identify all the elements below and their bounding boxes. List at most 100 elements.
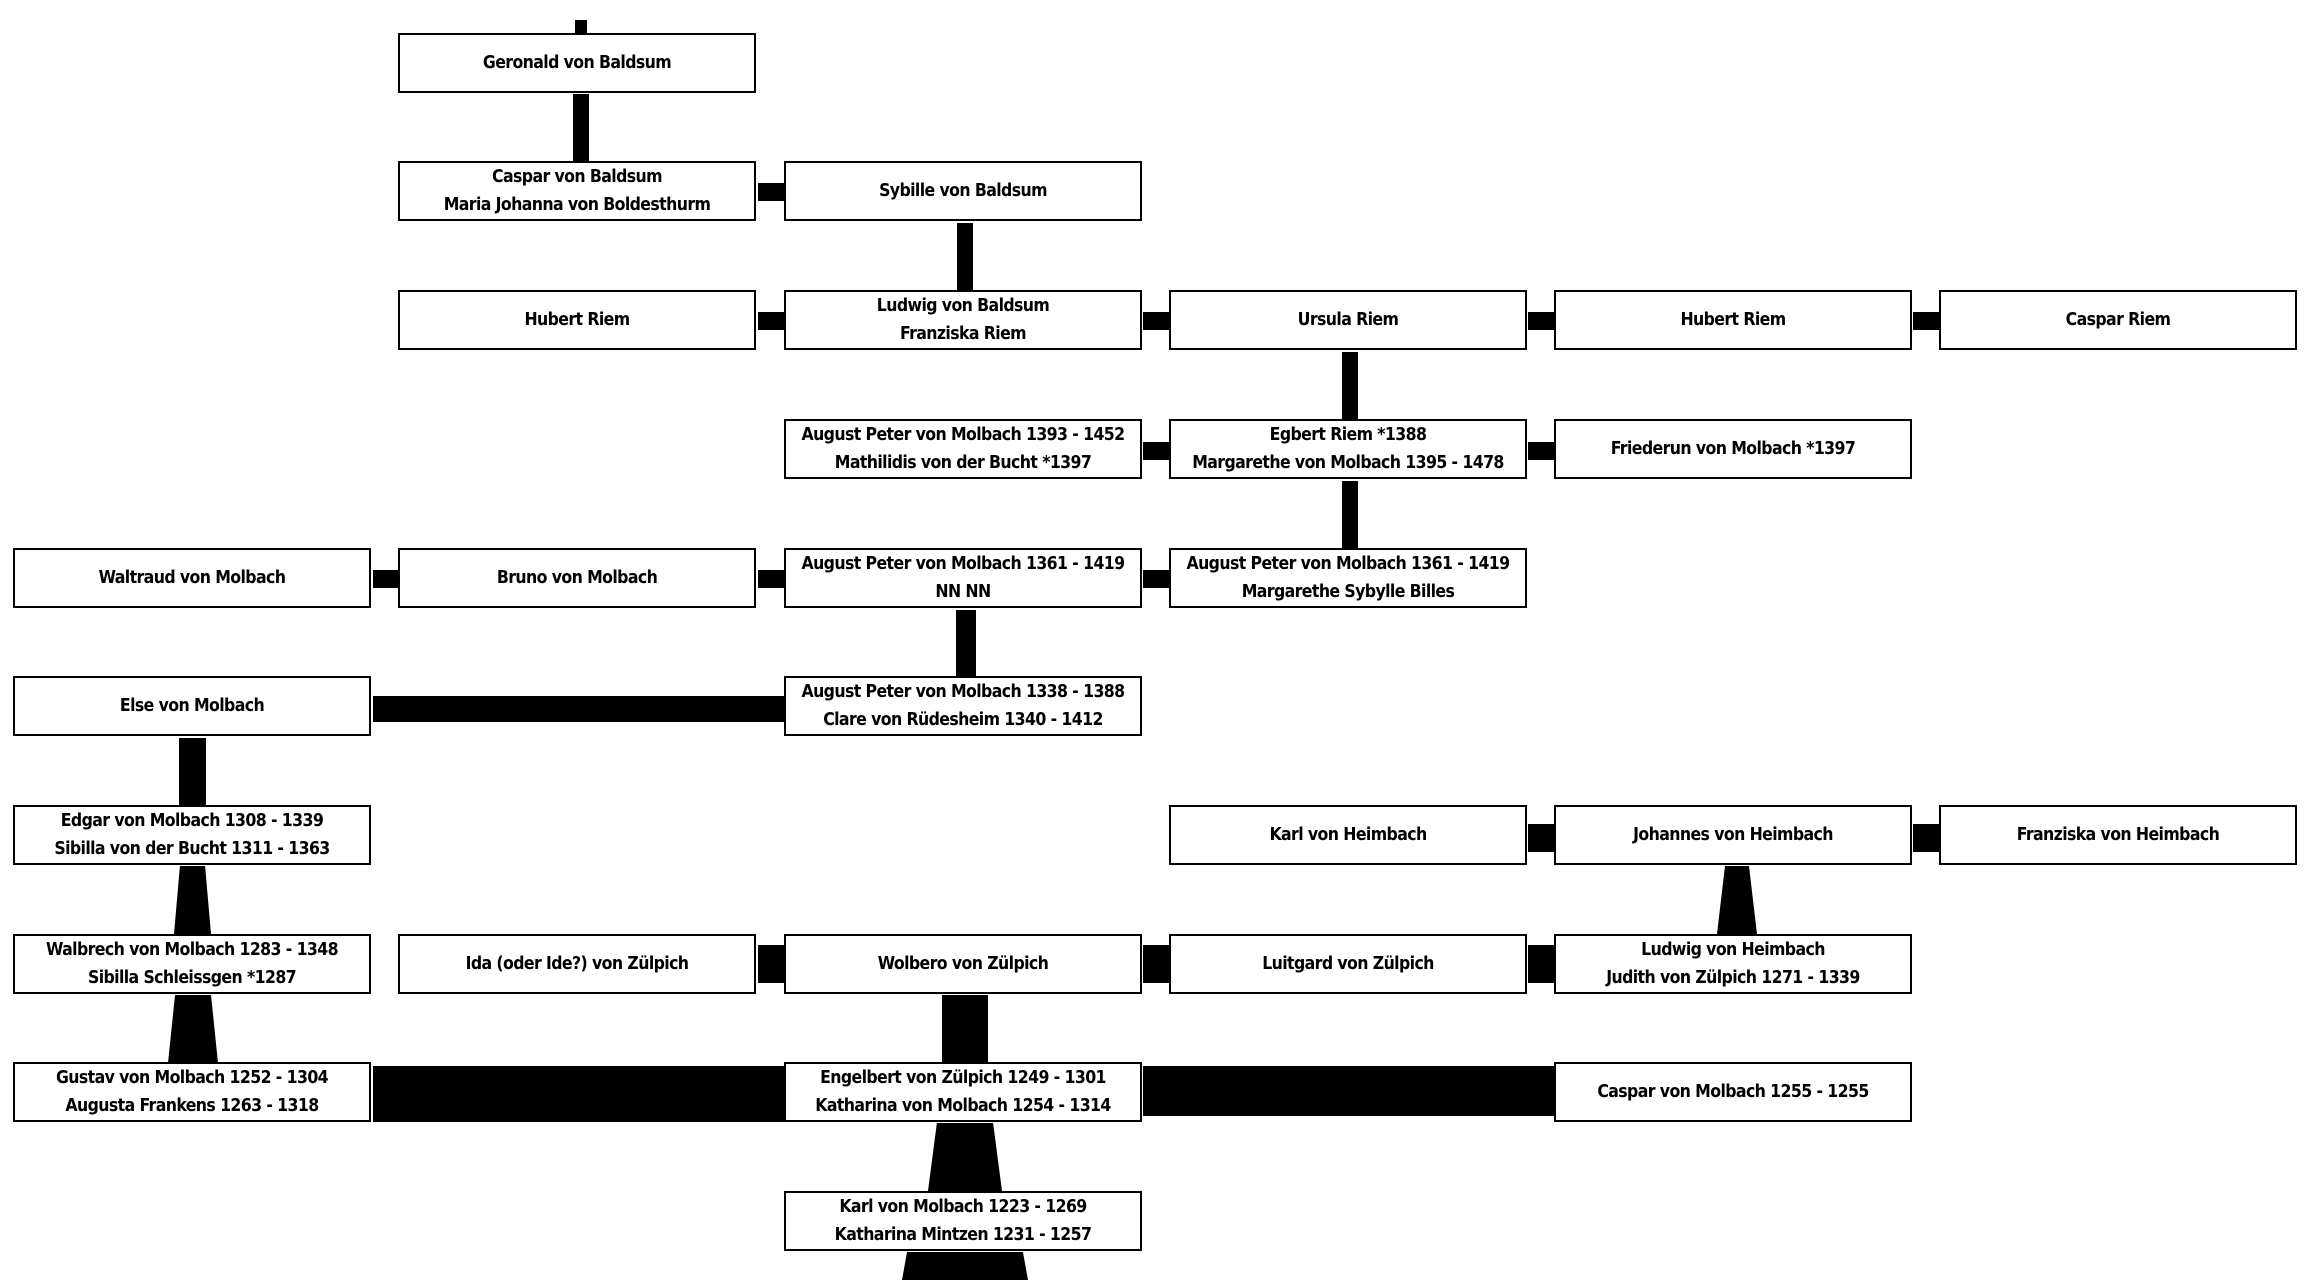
person-name: Friederun von Molbach *1397	[1610, 439, 1856, 459]
connector-karlmolbach-down	[902, 1252, 1028, 1280]
spouse-name: Clare von Rüdesheim 1340 - 1412	[823, 710, 1103, 730]
connector-geronald-caspar	[573, 94, 589, 162]
connector-top-stub	[575, 20, 587, 34]
person-name: Caspar von Molbach 1255 - 1255	[1597, 1082, 1869, 1102]
person-name: Luitgard von Zülpich	[1262, 954, 1434, 974]
spouse-name: Augusta Frankens 1263 - 1318	[65, 1096, 319, 1116]
person-name: Ida (oder Ide?) von Zülpich	[465, 954, 689, 974]
connector-caspar-sybille	[758, 183, 785, 201]
person-box-caspar-riem[interactable]: Caspar Riem	[1939, 290, 2297, 350]
person-name: August Peter von Molbach 1393 - 1452	[801, 425, 1125, 445]
person-name: August Peter von Molbach 1338 - 1388	[801, 682, 1125, 702]
person-name: Johannes von Heimbach	[1633, 825, 1833, 845]
person-box-engelbert[interactable]: Engelbert von Zülpich 1249 - 1301 Kathar…	[784, 1062, 1142, 1122]
person-box-johannes-heimbach[interactable]: Johannes von Heimbach	[1554, 805, 1912, 865]
person-name: Edgar von Molbach 1308 - 1339	[60, 811, 324, 831]
spouse-name: Franziska Riem	[900, 324, 1027, 344]
connector-august1361nn-billes	[1143, 570, 1170, 588]
spouse-name: Mathilidis von der Bucht *1397	[834, 453, 1092, 473]
person-name: Ludwig von Baldsum	[876, 296, 1050, 316]
person-name: Karl von Heimbach	[1269, 825, 1427, 845]
person-box-wolbero[interactable]: Wolbero von Zülpich	[784, 934, 1142, 994]
connector-luitgard-ludwigheimbach	[1528, 945, 1555, 983]
person-name: Wolbero von Zülpich	[877, 954, 1049, 974]
connector-ursula-egbert	[1342, 352, 1358, 420]
person-name: Ludwig von Heimbach	[1641, 940, 1825, 960]
person-box-caspar-baldsum[interactable]: Caspar von Baldsum Maria Johanna von Bol…	[398, 161, 756, 221]
spouse-name: Sibilla Schleissgen *1287	[87, 968, 297, 988]
person-box-karl-heimbach[interactable]: Karl von Heimbach	[1169, 805, 1527, 865]
connector-wolbero-engelbert	[942, 995, 988, 1063]
connector-ludwig-ursula	[1143, 312, 1170, 330]
person-box-ida[interactable]: Ida (oder Ide?) von Zülpich	[398, 934, 756, 994]
person-box-friederun[interactable]: Friederun von Molbach *1397	[1554, 419, 1912, 479]
connector-engelbert-karlmolbach	[928, 1123, 1002, 1191]
connector-wolbero-luitgard	[1143, 945, 1170, 983]
person-box-gustav[interactable]: Gustav von Molbach 1252 - 1304 Augusta F…	[13, 1062, 371, 1122]
person-name: Gustav von Molbach 1252 - 1304	[55, 1068, 329, 1088]
person-name: Sybille von Baldsum	[879, 181, 1047, 201]
person-box-waltraud[interactable]: Waltraud von Molbach	[13, 548, 371, 608]
person-box-walbrech[interactable]: Walbrech von Molbach 1283 - 1348 Sibilla…	[13, 934, 371, 994]
person-box-karl-molbach[interactable]: Karl von Molbach 1223 - 1269 Katharina M…	[784, 1191, 1142, 1251]
person-name: Geronald von Baldsum	[482, 53, 672, 73]
person-name: Caspar Riem	[2065, 310, 2171, 330]
connector-bruno-august1361nn	[758, 570, 785, 588]
connector-sybille-ludwig	[957, 223, 973, 291]
person-box-bruno[interactable]: Bruno von Molbach	[398, 548, 756, 608]
connector-karl-johannes	[1528, 824, 1555, 852]
person-box-august-1361-billes[interactable]: August Peter von Molbach 1361 - 1419 Mar…	[1169, 548, 1527, 608]
connector-egbert-august1361billes	[1342, 481, 1358, 549]
spouse-name: Maria Johanna von Boldesthurm	[443, 195, 711, 215]
connector-hubert1-ludwig	[758, 312, 785, 330]
spouse-name: Sibilla von der Bucht 1311 - 1363	[54, 839, 330, 859]
spouse-name: Katharina Mintzen 1231 - 1257	[834, 1225, 1092, 1245]
person-box-else[interactable]: Else von Molbach	[13, 676, 371, 736]
person-name: Waltraud von Molbach	[98, 568, 286, 588]
person-name: Egbert Riem *1388	[1269, 425, 1427, 445]
person-box-august-1361-nn[interactable]: August Peter von Molbach 1361 - 1419 NN …	[784, 548, 1142, 608]
connector-johannes-ludwigheimbach	[1717, 866, 1757, 934]
person-box-august-1338[interactable]: August Peter von Molbach 1338 - 1388 Cla…	[784, 676, 1142, 736]
person-name: Else von Molbach	[119, 696, 265, 716]
connector-else-august1338	[373, 696, 785, 722]
connector-johannes-franziska	[1913, 824, 1940, 852]
person-name: Caspar von Baldsum	[492, 167, 663, 187]
connector-engelbert-casparmolbach	[1143, 1066, 1555, 1116]
person-box-edgar[interactable]: Edgar von Molbach 1308 - 1339 Sibilla vo…	[13, 805, 371, 865]
spouse-name: Margarethe von Molbach 1395 - 1478	[1192, 453, 1504, 473]
person-box-luitgard[interactable]: Luitgard von Zülpich	[1169, 934, 1527, 994]
person-box-hubert-riem-2[interactable]: Hubert Riem	[1554, 290, 1912, 350]
person-box-ursula[interactable]: Ursula Riem	[1169, 290, 1527, 350]
connector-august1361nn-august1338	[956, 610, 976, 678]
person-name: Franziska von Heimbach	[2016, 825, 2220, 845]
connector-ursula-hubert2	[1528, 312, 1555, 330]
person-name: Hubert Riem	[1680, 310, 1786, 330]
person-name: Engelbert von Zülpich 1249 - 1301	[820, 1068, 1106, 1088]
connector-egbert-friederun	[1528, 442, 1555, 460]
person-box-geronald[interactable]: Geronald von Baldsum	[398, 33, 756, 93]
person-box-sybille[interactable]: Sybille von Baldsum	[784, 161, 1142, 221]
person-box-egbert[interactable]: Egbert Riem *1388 Margarethe von Molbach…	[1169, 419, 1527, 479]
spouse-name: Margarethe Sybylle Billes	[1241, 582, 1455, 602]
connector-gustav-engelbert	[373, 1066, 785, 1122]
person-name: August Peter von Molbach 1361 - 1419	[1186, 554, 1510, 574]
person-box-ludwig-baldsum[interactable]: Ludwig von Baldsum Franziska Riem	[784, 290, 1142, 350]
person-box-ludwig-heimbach[interactable]: Ludwig von Heimbach Judith von Zülpich 1…	[1554, 934, 1912, 994]
connector-ida-wolbero	[758, 945, 785, 983]
connector-august1393-egbert	[1143, 442, 1170, 460]
person-box-hubert-riem-1[interactable]: Hubert Riem	[398, 290, 756, 350]
connector-waltraud-bruno	[373, 570, 400, 588]
connector-edgar-walbrech	[174, 866, 211, 934]
person-name: Karl von Molbach 1223 - 1269	[839, 1197, 1087, 1217]
person-name: August Peter von Molbach 1361 - 1419	[801, 554, 1125, 574]
connector-walbrech-gustav	[168, 995, 218, 1063]
person-box-august-1393[interactable]: August Peter von Molbach 1393 - 1452 Mat…	[784, 419, 1142, 479]
spouse-name: Katharina von Molbach 1254 - 1314	[815, 1096, 1111, 1116]
person-box-caspar-molbach[interactable]: Caspar von Molbach 1255 - 1255	[1554, 1062, 1912, 1122]
person-box-franziska-heimbach[interactable]: Franziska von Heimbach	[1939, 805, 2297, 865]
person-name: Walbrech von Molbach 1283 - 1348	[46, 940, 339, 960]
person-name: Ursula Riem	[1297, 310, 1399, 330]
connector-else-edgar	[179, 738, 206, 806]
